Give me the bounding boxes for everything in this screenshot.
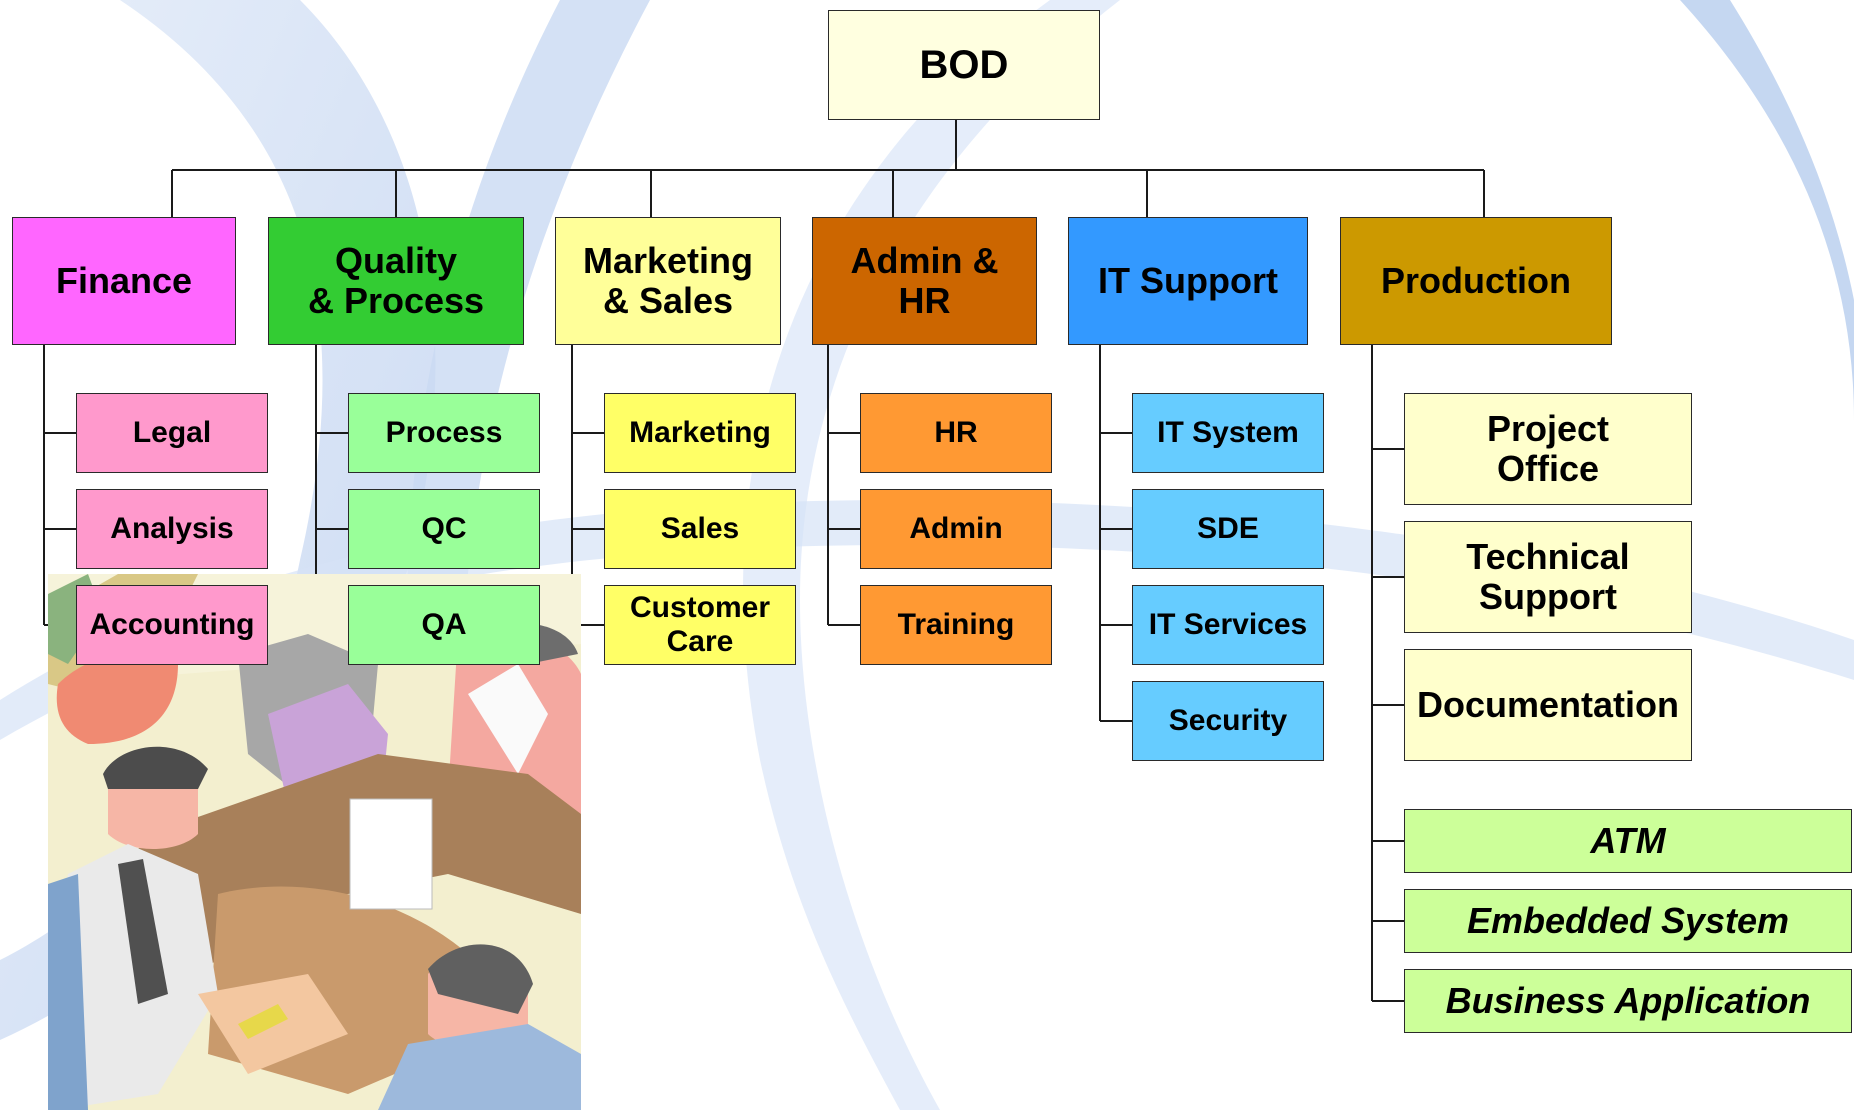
sub-it-3: Security: [1132, 681, 1324, 761]
dept-admin: Admin & HR: [812, 217, 1037, 345]
sub-finance-0: Legal: [76, 393, 268, 473]
sub-quality-2: QA: [348, 585, 540, 665]
sub-it-2: IT Services: [1132, 585, 1324, 665]
sub-finance-2: Accounting: [76, 585, 268, 665]
sub-quality-0: Process: [348, 393, 540, 473]
sub-admin-1: Admin: [860, 489, 1052, 569]
project-2: Business Application: [1404, 969, 1852, 1033]
project-0: ATM: [1404, 809, 1852, 873]
dept-production: Production: [1340, 217, 1612, 345]
sub-marketing-1: Sales: [604, 489, 796, 569]
sub-marketing-0: Marketing: [604, 393, 796, 473]
project-1: Embedded System: [1404, 889, 1852, 953]
dept-quality: Quality & Process: [268, 217, 524, 345]
sub-production-2: Documentation: [1404, 649, 1692, 761]
dept-finance: Finance: [12, 217, 236, 345]
sub-finance-1: Analysis: [76, 489, 268, 569]
sub-it-0: IT System: [1132, 393, 1324, 473]
sub-production-1: Technical Support: [1404, 521, 1692, 633]
sub-admin-2: Training: [860, 585, 1052, 665]
sub-it-1: SDE: [1132, 489, 1324, 569]
sub-production-0: Project Office: [1404, 393, 1692, 505]
sub-marketing-2: Customer Care: [604, 585, 796, 665]
sub-quality-1: QC: [348, 489, 540, 569]
root-node-bod: BOD: [828, 10, 1100, 120]
dept-marketing: Marketing & Sales: [555, 217, 781, 345]
sub-admin-0: HR: [860, 393, 1052, 473]
dept-it: IT Support: [1068, 217, 1308, 345]
